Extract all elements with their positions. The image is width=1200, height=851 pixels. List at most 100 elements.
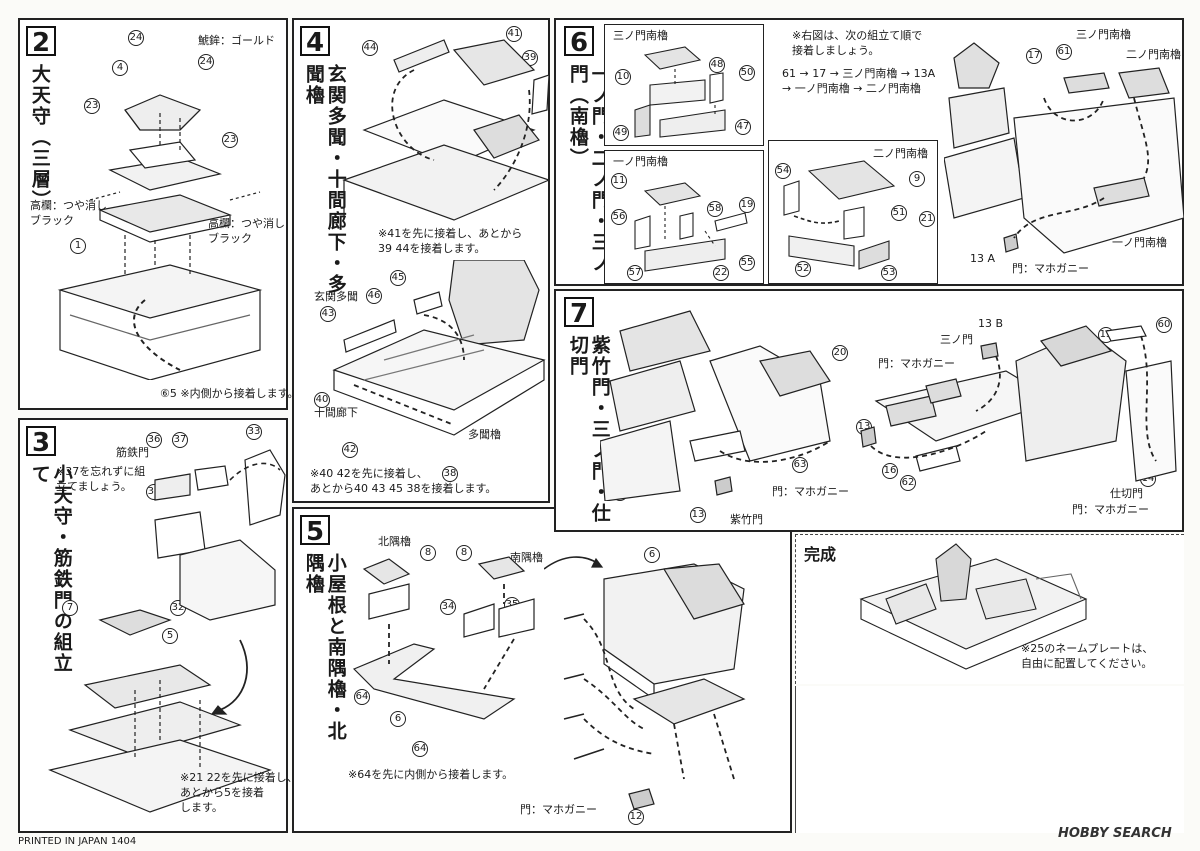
part-47: 47 — [735, 119, 751, 135]
part-49: 49 — [613, 125, 629, 141]
part-41: 41 — [506, 26, 522, 42]
part-24b: 24 — [198, 54, 214, 70]
step6-sannomon-right-label: 三ノ門南櫓 — [1076, 28, 1131, 41]
part-62: 62 — [900, 475, 916, 491]
part-52: 52 — [795, 261, 811, 277]
part-23b: 23 — [222, 132, 238, 148]
step7-sannomon-label: 三ノ門 — [940, 333, 973, 346]
part-6: 6 — [390, 711, 406, 727]
step5-badge: 5 — [300, 515, 330, 547]
step3-sujigane-label: 筋鉄門 — [116, 446, 149, 459]
step3-title: 小天守・筋鉄門の組立て — [28, 464, 73, 674]
part-33: 33 — [246, 424, 262, 440]
step6-ichinomon-box: 一ノ門南櫓 11 56 58 19 57 22 55 — [604, 150, 764, 284]
step3-illustration — [40, 440, 290, 830]
part-13: 13 — [690, 507, 706, 523]
complete-note: ※25のネームプレートは、 自由に配置してください。 — [1021, 642, 1154, 670]
step7-mon1-label: 門：マホガニー — [772, 485, 849, 498]
part-40: 40 — [314, 392, 330, 408]
step7-mon2-label: 門：マホガニー — [878, 357, 955, 370]
step2-shachi-label: 鯱鉾：ゴールド — [198, 34, 275, 47]
part-58: 58 — [707, 201, 723, 217]
step2-panel: 2 大天守（三層） 鯱鉾：ゴールド 高欄：つや消し ブラック 高欄：つや消し ブ… — [18, 18, 298, 410]
part-4: 4 — [112, 60, 128, 76]
part-45: 45 — [390, 270, 406, 286]
complete-title: 完成 — [804, 545, 837, 564]
part-9: 9 — [909, 171, 925, 187]
part-53: 53 — [881, 265, 897, 281]
step5-minami-label: 南隅櫓 — [510, 551, 543, 564]
part-37: 37 — [172, 432, 188, 448]
part-57: 57 — [627, 265, 643, 281]
step6-13a-label: 13 A — [970, 252, 996, 265]
step7-mon3-label: 門：マホガニー — [1072, 503, 1149, 516]
step4-title: 玄関多聞・十間廊下・多聞櫓 — [302, 64, 347, 295]
step3-note-bottom: ※21 22を先に接着し、 あとから5を接着 します。 — [180, 771, 298, 814]
step7-panel: 7 紫竹門・三ノ門・仕切門 20 18 59 63 13 門：マホガニー 紫竹門 — [554, 289, 1184, 532]
printed-in-japan: PRINTED IN JAPAN 1404 — [18, 836, 137, 847]
step6-ichinomon-box-title: 一ノ門南櫓 — [613, 155, 668, 168]
step7-13b-label: 13 B — [978, 317, 1004, 330]
part-43: 43 — [320, 306, 336, 322]
step4-badge: 4 — [300, 26, 330, 58]
part-55: 55 — [739, 255, 755, 271]
step2-illustration — [30, 50, 280, 380]
complete-panel: 完成 ※25のネームプレートは、 自由に配置してください。 — [795, 534, 1184, 684]
step6-panel: 6 一ノ門・二ノ門・三ノ門（南櫓） 三ノ門南櫓 10 48 50 49 47 — [554, 18, 1184, 286]
part-22: 22 — [713, 265, 729, 281]
step6-badge: 6 — [564, 26, 594, 58]
step3-note-top: ※37を忘れずに組 立てましょう。 — [56, 465, 146, 493]
step6-order: 61 → 17 → 三ノ門南櫓 → 13A → 一ノ門南櫓 → 二ノ門南櫓 — [782, 67, 936, 95]
step6-ninomon-box-title: 二ノ門南櫓 — [873, 147, 928, 160]
step2-title: 大天守（三層） — [28, 64, 51, 211]
part-64: 64 — [354, 689, 370, 705]
part-34: 34 — [440, 599, 456, 615]
step6-mon-label: 門：マホガニー — [1012, 262, 1089, 275]
part-38: 38 — [442, 466, 458, 482]
part-17: 17 — [1026, 48, 1042, 64]
step6-note: ※右図は、次の組立て順で 接着しましょう。 — [792, 29, 923, 57]
part-48: 48 — [709, 57, 725, 73]
part-63: 63 — [792, 457, 808, 473]
step4-tamon-label: 多聞櫓 — [468, 428, 501, 441]
step7-right-illustration — [856, 321, 1181, 501]
part-20: 20 — [832, 345, 848, 361]
step6-right-illustration — [944, 38, 1184, 258]
part-8b: 8 — [456, 545, 472, 561]
step4-genkan-label: 玄関多聞 — [314, 290, 358, 303]
step2-koran-left-label: 高欄：つや消し ブラック — [30, 199, 107, 227]
hobby-search-watermark: HOBBY SEARCH — [1058, 826, 1172, 841]
step7-shichiku-label: 紫竹門 — [730, 513, 763, 526]
step5-title: 小屋根と南隅櫓・北隅櫓 — [302, 553, 347, 742]
complete-illustration — [856, 539, 1091, 679]
step5-note: ※64を先に内側から接着します。 — [348, 768, 514, 781]
step7-badge: 7 — [564, 297, 594, 329]
step6-sannomon-box: 三ノ門南櫓 10 48 50 49 47 — [604, 24, 764, 146]
part-56: 56 — [611, 209, 627, 225]
part-16: 16 — [882, 463, 898, 479]
part-12: 12 — [628, 809, 644, 825]
step4-jukken-label: 十間廊下 — [314, 406, 358, 419]
part-10: 10 — [615, 69, 631, 85]
step5-kita-label: 北隅櫓 — [378, 535, 411, 548]
step4-top-illustration — [334, 30, 549, 225]
step7-shikiri-label: 仕切門 — [1110, 487, 1143, 500]
part-50: 50 — [739, 65, 755, 81]
step5-mon-label: 門：マホガニー — [520, 803, 597, 816]
step5-panel: 5 小屋根と南隅櫓・北隅櫓 北隅櫓 南隅櫓 8 8 34 35 64 6 64 … — [292, 507, 792, 833]
part-46: 46 — [366, 288, 382, 304]
part-24: 24 — [128, 30, 144, 46]
step6-ichinomon-right-label: 一ノ門南櫓 — [1112, 236, 1167, 249]
part-5: 5 — [162, 628, 178, 644]
part-36: 36 — [146, 432, 162, 448]
step4-note-bottom: ※40 42を先に接着し、 あとから40 43 45 38を接着します。 — [310, 467, 497, 495]
part-61: 61 — [1056, 44, 1072, 60]
step4-note-top: ※41を先に接着し、あとから 39 44を接着します。 — [378, 227, 523, 255]
part-11: 11 — [611, 173, 627, 189]
blank-lower-right — [795, 686, 1184, 833]
step3-badge: 3 — [26, 426, 56, 458]
step6-sannomon-box-title: 三ノ門南櫓 — [613, 29, 668, 42]
step6-ninomon-right-label: 二ノ門南櫓 — [1126, 48, 1181, 61]
step2-note: ⑥5 ※内側から接着します。 — [160, 387, 299, 400]
